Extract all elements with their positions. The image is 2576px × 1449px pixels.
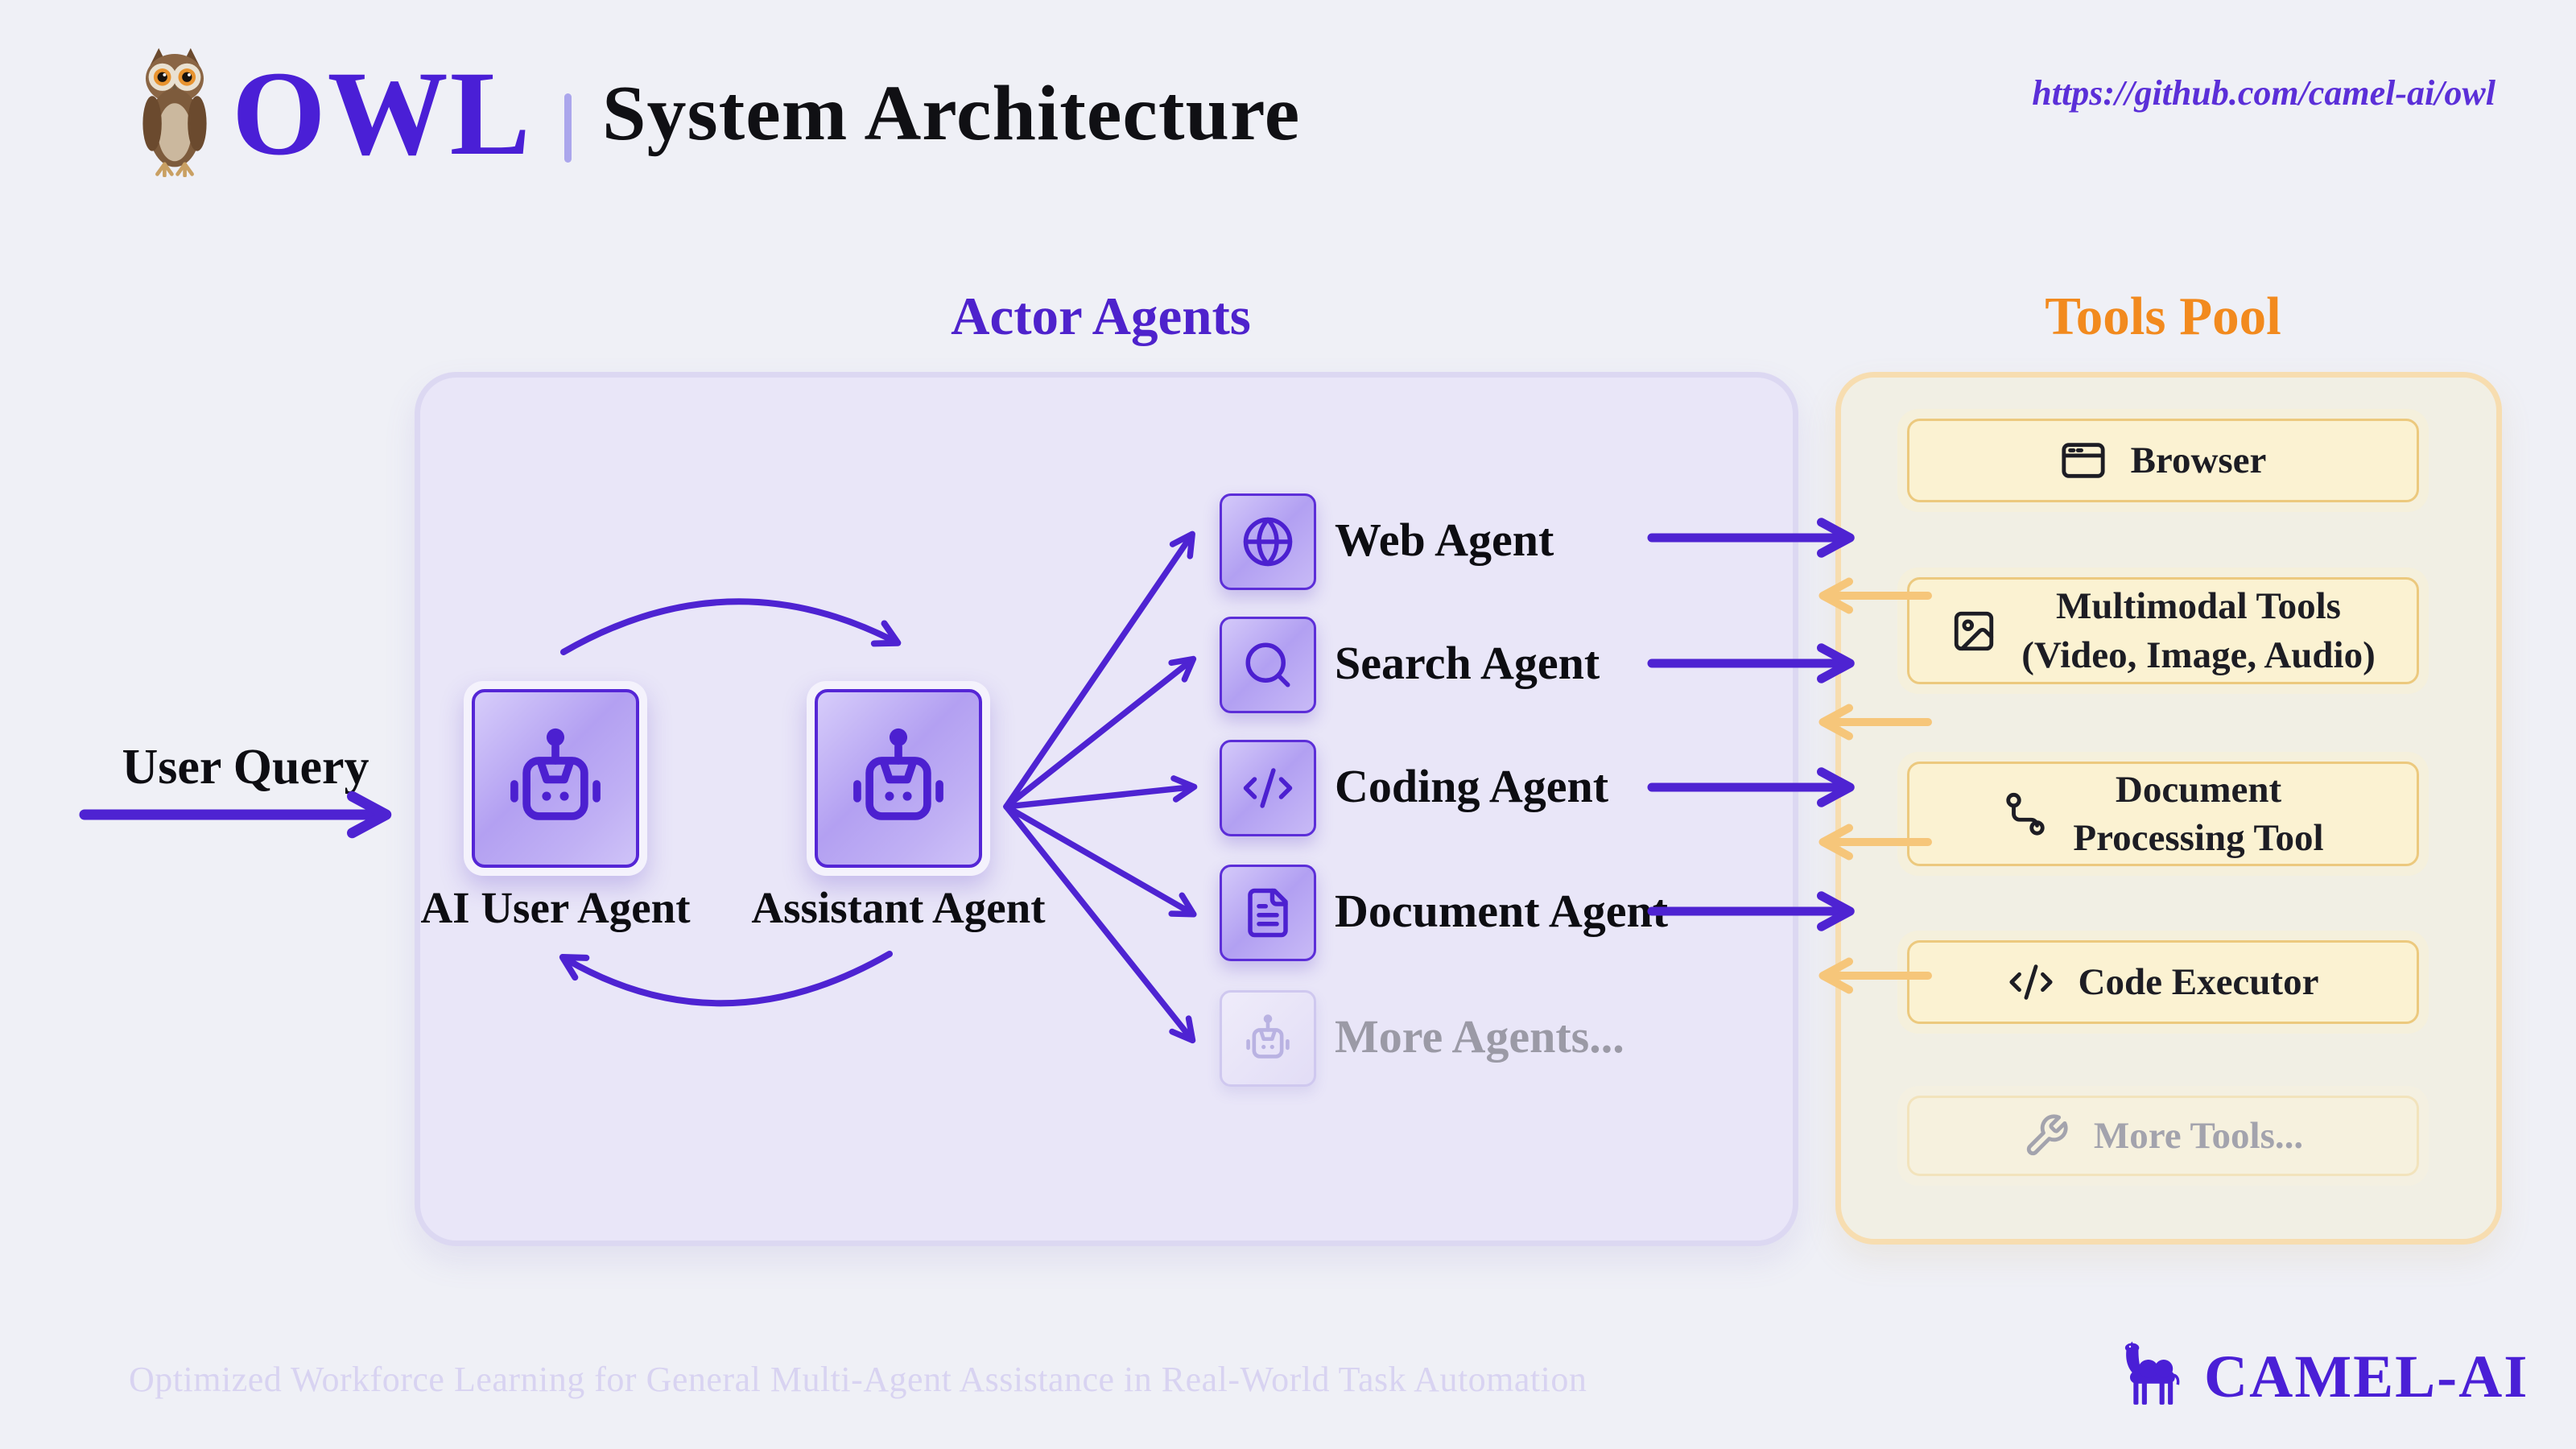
- route-icon: [2006, 792, 2046, 836]
- wrench-icon: [2026, 1114, 2068, 1156]
- document-agent-icon-box: [1220, 865, 1316, 961]
- code-executor-tool: Code Executor: [1907, 940, 2419, 1024]
- assistant-agent-card: [807, 681, 990, 876]
- app-title: OWL: [232, 47, 532, 180]
- globe-icon: [1243, 517, 1293, 567]
- ai-user-agent-card-inner: [472, 689, 639, 868]
- search-icon: [1245, 642, 1290, 687]
- assistant-agent-card-inner: [815, 689, 982, 868]
- tool-label: More Tools...: [2093, 1114, 2304, 1157]
- tool-label: Code Executor: [2078, 960, 2319, 1003]
- search-agent-label: Search Agent: [1335, 636, 1600, 689]
- browser-window-icon: [2061, 443, 2105, 478]
- code-executor-tool-halo: Code Executor: [1897, 931, 2429, 1034]
- header-divider: [564, 93, 572, 163]
- search-agent-icon-box: [1220, 617, 1316, 713]
- tool-label: Browser: [2130, 439, 2267, 481]
- more-agents-label: More Agents...: [1335, 1009, 1624, 1063]
- tools-pool-heading: Tools Pool: [2045, 287, 2281, 346]
- actor-agents-heading: Actor Agents: [951, 287, 1251, 346]
- more-tools-halo: More Tools...: [1897, 1086, 2429, 1186]
- web-agent-icon-box: [1220, 493, 1316, 590]
- file-text-icon: [1248, 888, 1288, 938]
- assistant-agent-label: Assistant Agent: [751, 883, 1046, 932]
- browser-tool: Browser: [1907, 419, 2419, 502]
- github-link[interactable]: https://github.com/camel-ai/owl: [2032, 73, 2496, 113]
- tool-label: Document: [2115, 768, 2282, 811]
- browser-tool-halo: Browser: [1897, 409, 2429, 512]
- robot-icon: [510, 728, 601, 820]
- user-query-label: User Query: [122, 740, 369, 795]
- web-agent-label: Web Agent: [1335, 513, 1554, 566]
- more-tools: More Tools...: [1907, 1096, 2419, 1176]
- camel-ai-brand: CAMEL-AI: [2204, 1344, 2529, 1410]
- image-icon: [1955, 611, 1994, 650]
- tool-label: Multimodal Tools: [2056, 585, 2341, 628]
- multimodal-tool-halo: Multimodal Tools(Video, Image, Audio): [1897, 568, 2429, 694]
- robot-icon: [853, 728, 943, 820]
- coding-agent-icon-box: [1220, 740, 1316, 836]
- ai-user-agent-label: AI User Agent: [420, 883, 691, 932]
- document-agent-label: Document Agent: [1335, 884, 1669, 937]
- footer-tagline: Optimized Workforce Learning for General…: [129, 1360, 1587, 1399]
- code-icon: [1243, 768, 1293, 808]
- camel-icon: [2124, 1341, 2180, 1405]
- multimodal-tool: Multimodal Tools(Video, Image, Audio): [1907, 577, 2419, 684]
- robot-icon: [1246, 1014, 1290, 1059]
- ai-user-agent-card: [464, 681, 647, 876]
- page-title: System Architecture: [602, 70, 1301, 157]
- coding-agent-label: Coding Agent: [1335, 759, 1609, 812]
- code-icon: [2008, 964, 2053, 1000]
- owl-mascot-logo: [142, 47, 207, 177]
- more-agents-icon-box: [1220, 990, 1316, 1087]
